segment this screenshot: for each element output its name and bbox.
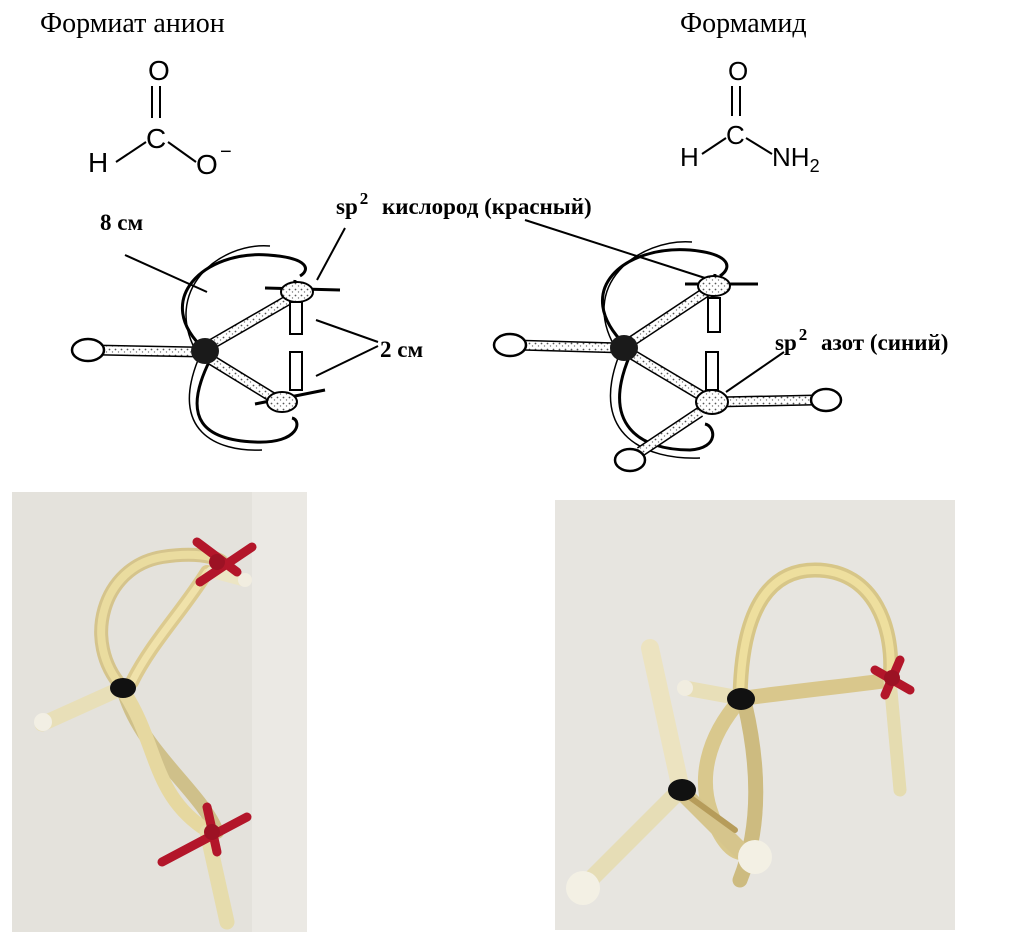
atom-c: C: [726, 120, 745, 150]
atom-o-minus: O: [196, 149, 218, 180]
red-oxygen-bottom: [157, 802, 252, 867]
formamide-structure: O C H NH2: [680, 56, 820, 176]
formamide-model-photo: [555, 500, 955, 930]
formamide-title: Формамид: [680, 8, 807, 39]
negative-charge: −: [220, 141, 232, 163]
label-2cm: 2 см: [380, 337, 424, 362]
formate-model-drawing: [70, 227, 379, 451]
red-oxygen-top: [192, 537, 257, 587]
formate-title: Формиат анион: [40, 8, 225, 39]
formate-model-photo: [12, 492, 307, 932]
formate-photo-drawing: [12, 492, 307, 932]
atom-o-top: O: [728, 56, 748, 86]
formamide-photo-drawing: [555, 500, 955, 930]
atom-n: NH2: [772, 142, 820, 176]
red-oxygen-photo: [870, 655, 915, 700]
atom-h: H: [680, 142, 699, 172]
atom-c: C: [146, 123, 166, 154]
formamide-model-drawing: [492, 219, 843, 473]
model-drawings: [70, 219, 843, 473]
atom-o-top: O: [148, 55, 170, 86]
label-8cm: 8 см: [100, 210, 144, 235]
atom-h: H: [88, 147, 108, 178]
formate-structure: O C H O −: [88, 55, 232, 180]
